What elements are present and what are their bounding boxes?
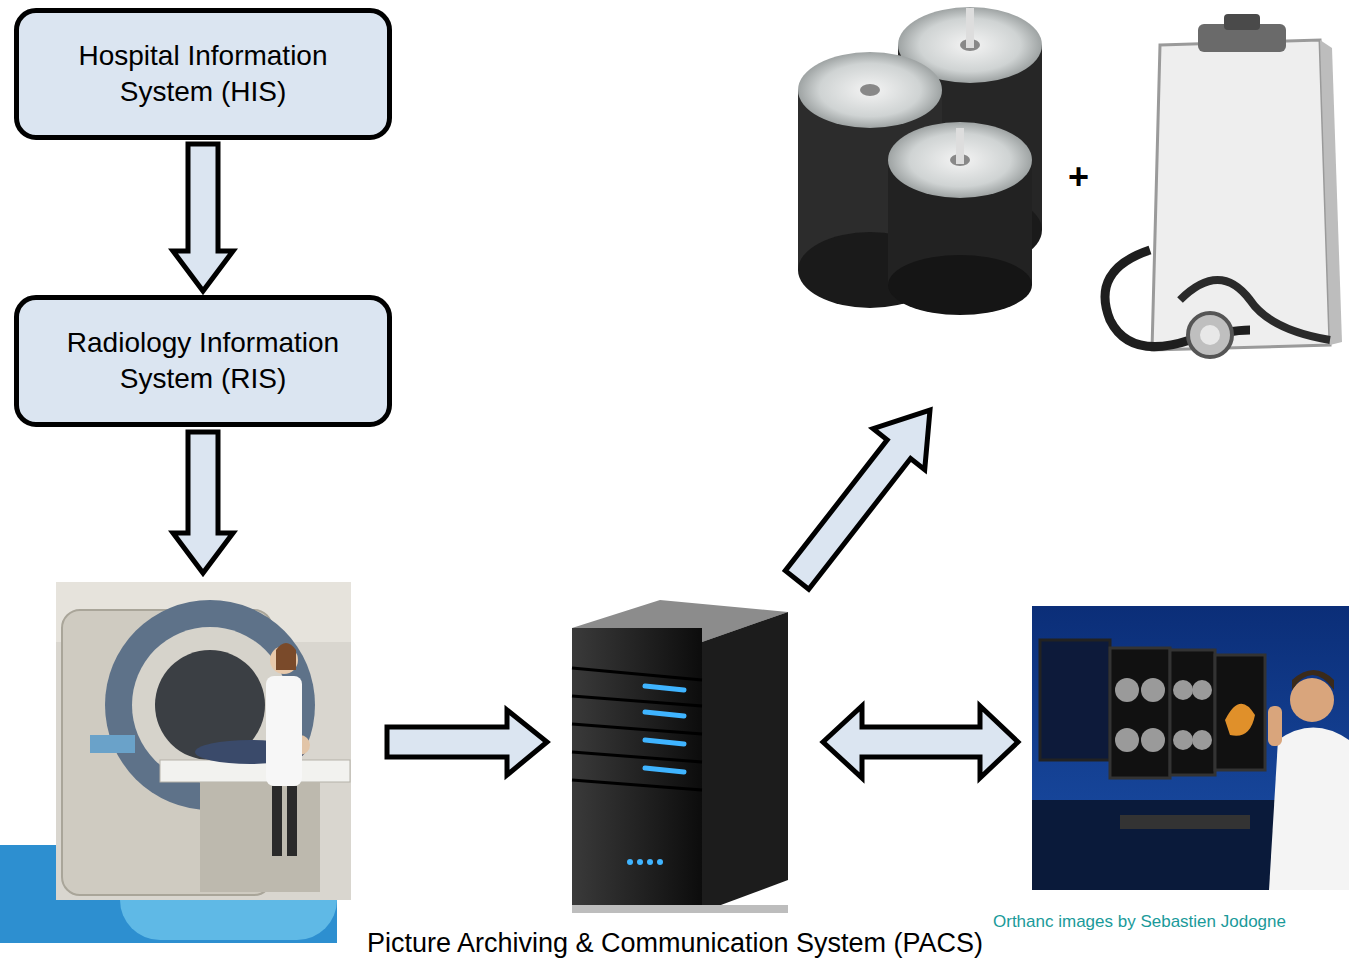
clipboard-stethoscope [1105,14,1342,357]
server-caption: Picture Archiving & Communication System… [367,926,983,961]
box-label: Hospital Information System (HIS) [48,38,358,111]
workstation-photo [1032,606,1349,890]
box-label: Radiology Information System (RIS) [43,325,363,398]
server-icon [572,600,788,913]
caption-text: Picture Archiving & Communication System… [367,926,983,961]
plus-sign: + [1068,156,1089,198]
credit-note: Orthanc images by Sebastien Jodogne [993,912,1286,932]
process-box: Hospital Information System (HIS) [14,8,392,140]
process-box: Radiology Information System (RIS) [14,295,392,427]
cd-stacks [798,7,1042,315]
mri-scanner-photo [56,582,351,900]
block-arrow-connector [173,144,233,291]
